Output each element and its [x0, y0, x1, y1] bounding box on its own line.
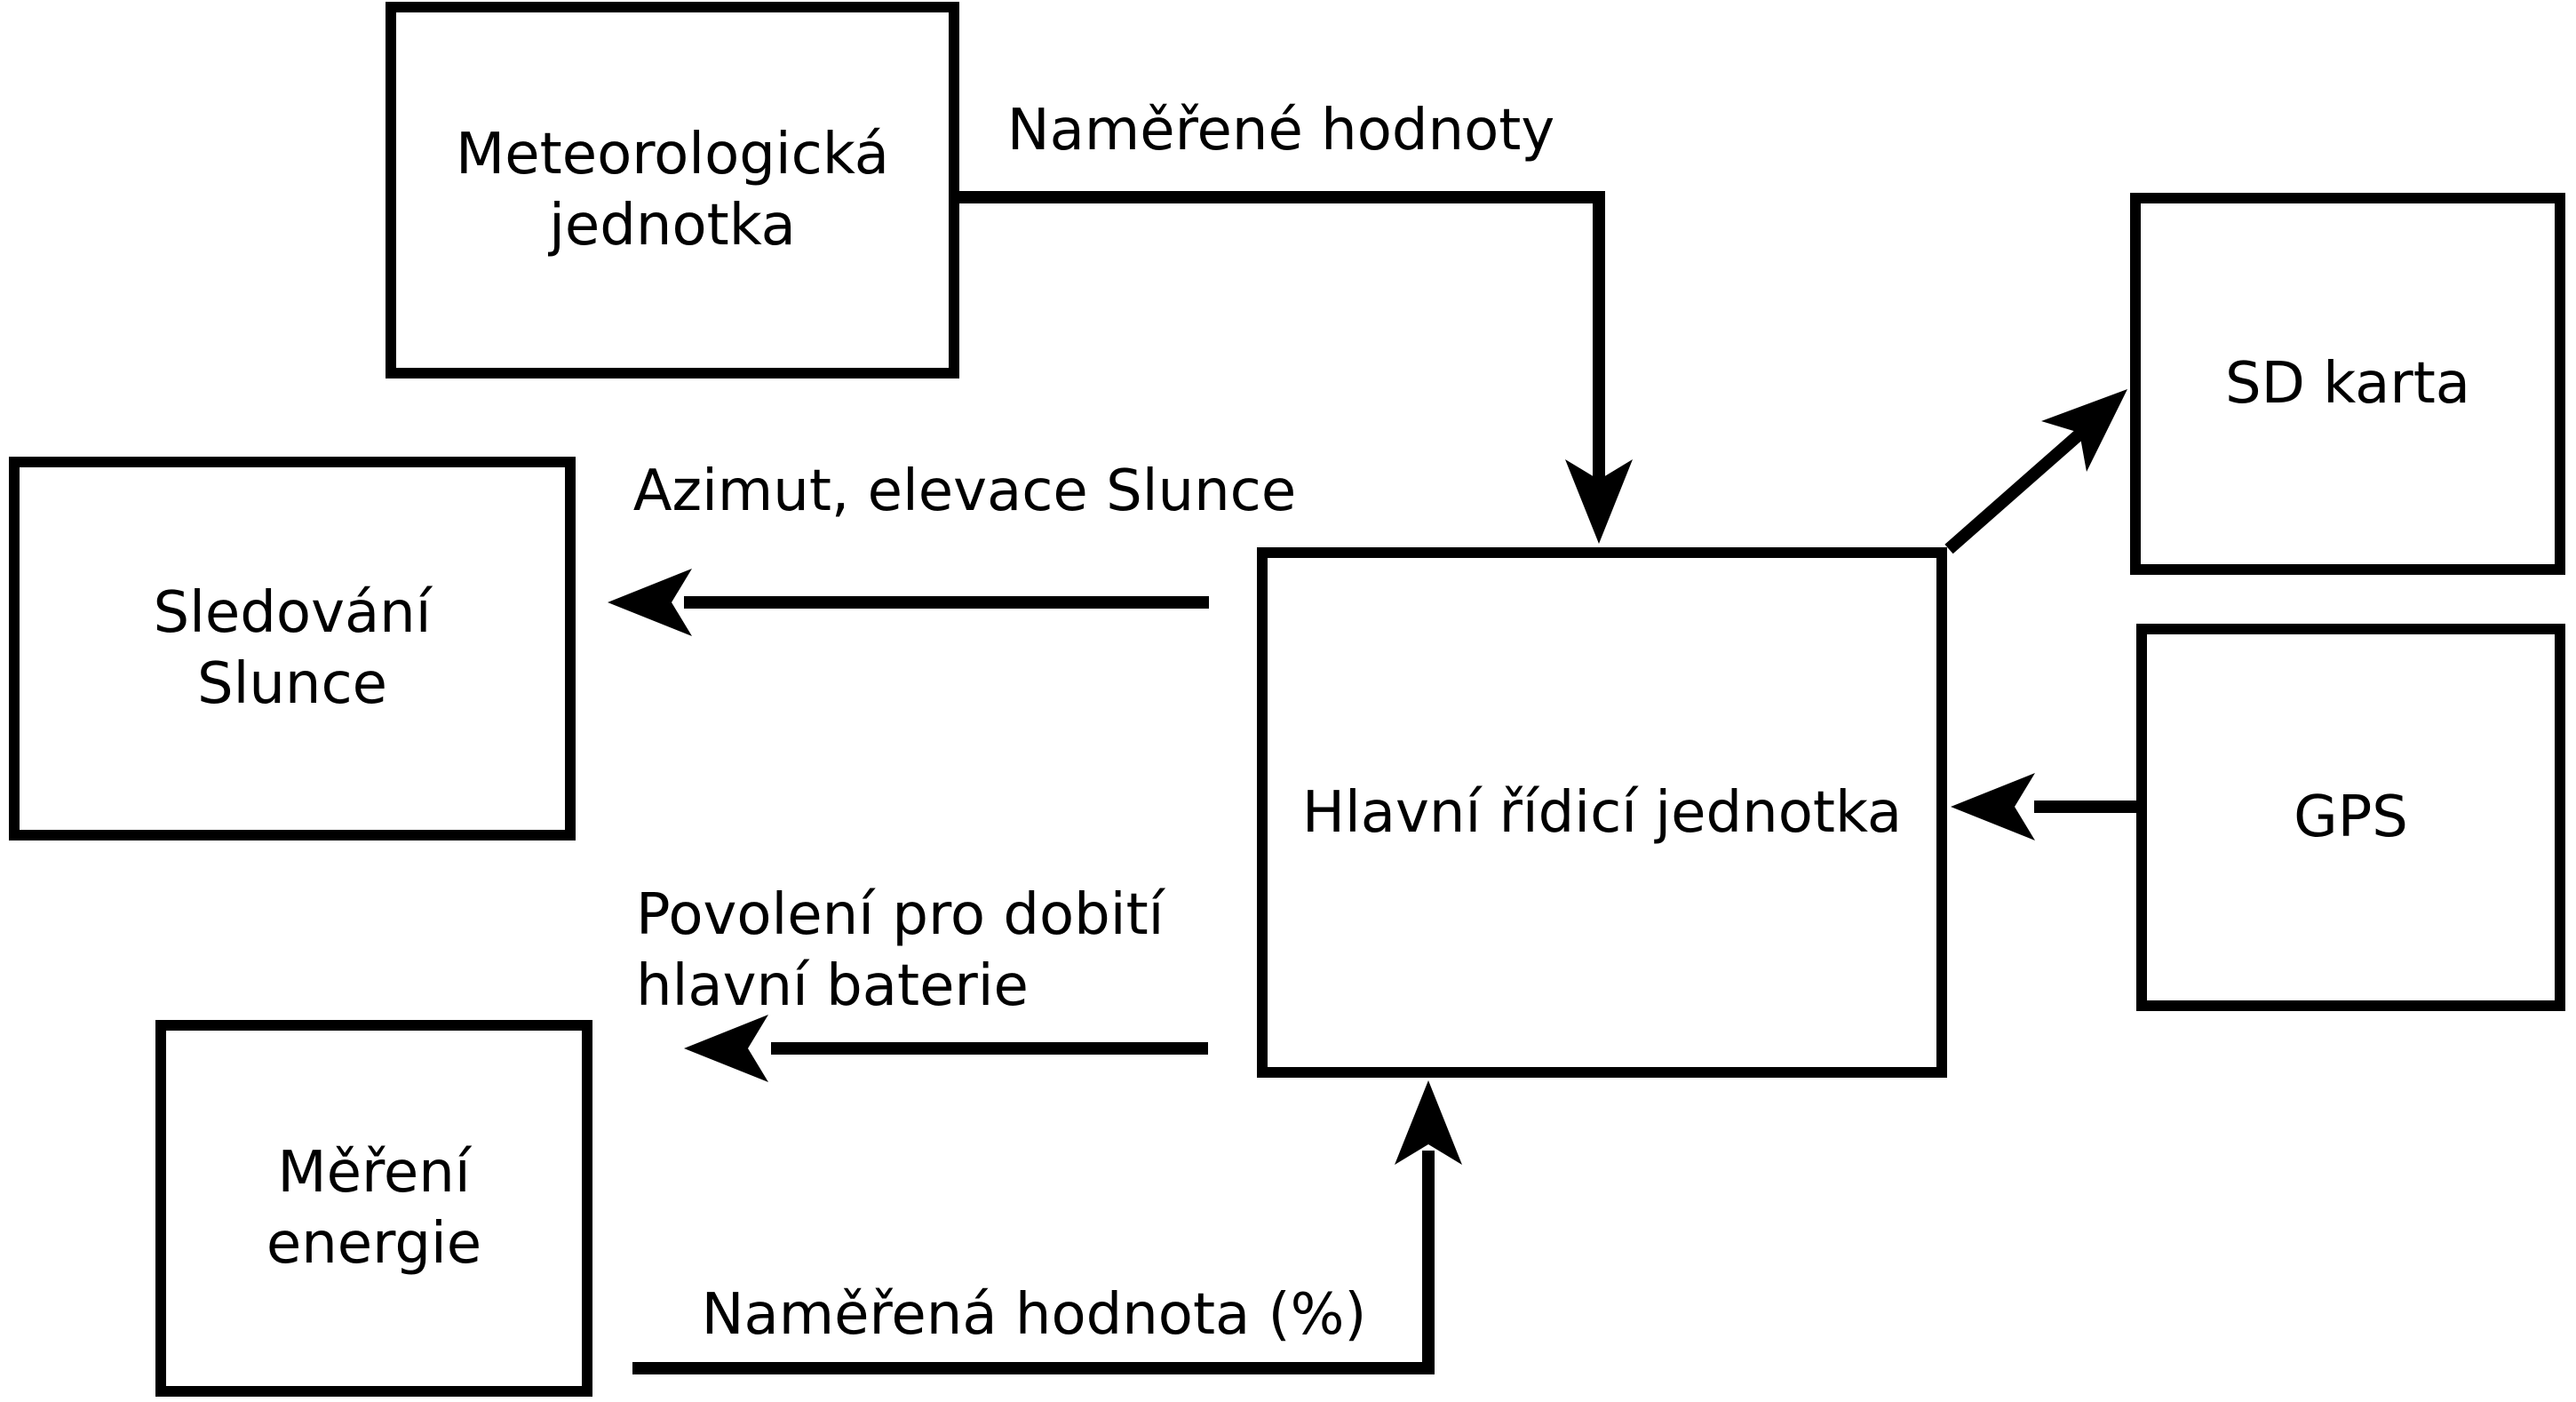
node-sd-karta-label: SD karta: [2224, 351, 2471, 417]
edge-measured-percentage-arrow: [632, 1080, 1462, 1374]
node-mereni-energie: Měření energie: [155, 1020, 592, 1397]
node-meteorologicka-jednotka-label: Meteorologická jednotka: [456, 122, 889, 259]
edge-measured-percentage-line: [632, 1151, 1435, 1374]
edge-gps-arrow: [1951, 773, 2136, 840]
node-hlavni-ridici-jednotka-label: Hlavní řídicí jednotka: [1301, 779, 1903, 846]
node-sd-karta: SD karta: [2130, 193, 2565, 575]
node-sledovani-slunce: Sledování Slunce: [9, 457, 576, 840]
node-meteorologicka-jednotka: Meteorologická jednotka: [386, 2, 959, 378]
node-hlavni-ridici-jednotka: Hlavní řídicí jednotka: [1257, 547, 1947, 1078]
node-gps-label: GPS: [2294, 785, 2408, 850]
edge-label-namerene-hodnoty: Naměřené hodnoty: [1006, 98, 1555, 163]
edge-label-povoleni-dobiti: Povolení pro dobití hlavní baterie: [636, 882, 1165, 1019]
edge-azimuth-elevation-arrow: [608, 569, 1209, 636]
node-gps: GPS: [2136, 624, 2565, 1011]
edge-label-azimut-elevace: Azimut, elevace Slunce: [632, 458, 1297, 524]
arrowhead-left-icon: [1951, 773, 2035, 840]
arrowhead-down-icon: [1565, 459, 1633, 544]
node-mereni-energie-label: Měření energie: [266, 1140, 482, 1277]
edge-measured-values-line: [959, 191, 1605, 490]
arrowhead-up-icon: [1395, 1080, 1462, 1165]
edge-charge-permission-arrow: [684, 1015, 1208, 1082]
edge-sd-card-line: [1944, 427, 2086, 554]
edge-sd-card-arrow: [1944, 389, 2127, 554]
node-sledovani-slunce-label: Sledování Slunce: [153, 580, 432, 717]
arrowhead-up-right-icon: [2041, 389, 2127, 472]
edge-measured-values-arrow: [959, 191, 1633, 544]
arrowhead-left-icon: [684, 1015, 768, 1082]
arrowhead-left-icon: [608, 569, 692, 636]
edge-label-namerena-hodnota: Naměřená hodnota (%): [701, 1282, 1367, 1348]
